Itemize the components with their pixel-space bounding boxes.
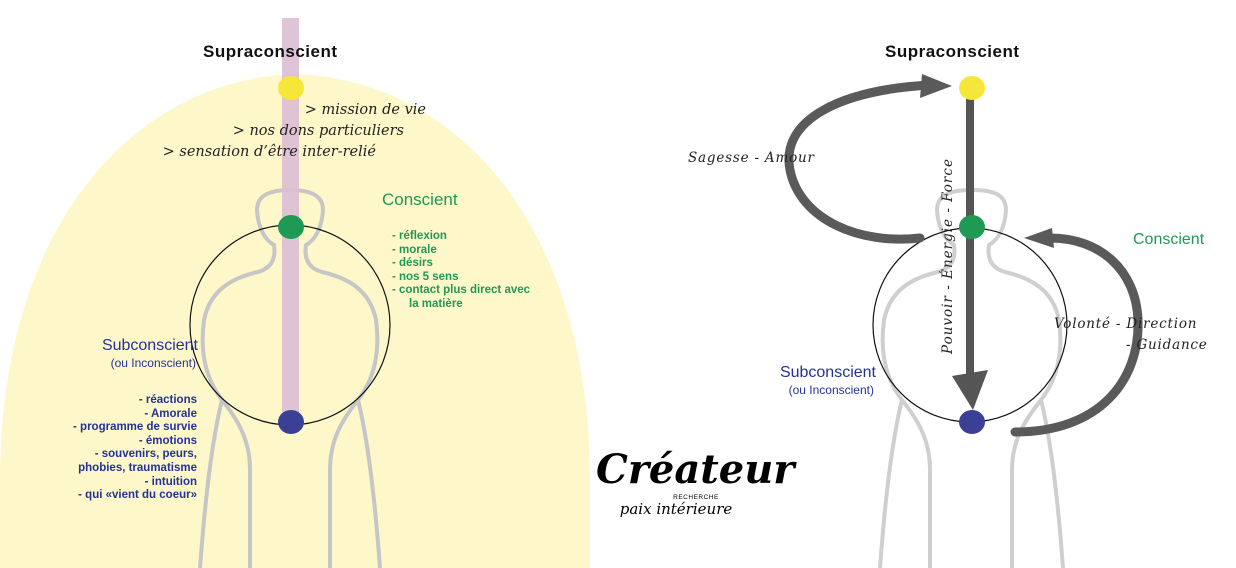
subconscient-item: - qui «vient du coeur» bbox=[0, 489, 197, 503]
arrow-label-volonte: Volonté - Direction bbox=[1054, 316, 1197, 332]
logo-tagline: paix intérieure bbox=[596, 500, 756, 518]
subconscient-item: - programme de survie bbox=[0, 421, 197, 435]
arrow-label-guidance: - Guidance bbox=[1126, 337, 1208, 353]
supra-item: > sensation d’être inter-relié bbox=[130, 142, 450, 163]
supraconscient-title-right: Supraconscient bbox=[885, 42, 1020, 62]
conscient-item: - nos 5 sens bbox=[392, 271, 530, 285]
subconscient-sublabel-left: (ou Inconscient) bbox=[48, 356, 196, 370]
conscient-item: - désirs bbox=[392, 257, 530, 271]
subconscient-sublabel-right: (ou Inconscient) bbox=[730, 383, 874, 397]
supra-dot-right bbox=[959, 76, 985, 100]
arrow-volonte bbox=[1015, 238, 1138, 432]
subconscient-item: - souvenirs, peurs, bbox=[0, 448, 197, 462]
subconscient-item: - intuition bbox=[0, 476, 197, 490]
central-arrow-head bbox=[952, 370, 988, 410]
supra-dot-left bbox=[278, 76, 304, 100]
supra-items-list: > mission de vie > nos dons particuliers… bbox=[130, 100, 450, 163]
conscient-dot-left bbox=[278, 215, 304, 239]
supraconscient-title-left: Supraconscient bbox=[203, 42, 338, 62]
subconscient-item: - émotions bbox=[0, 435, 197, 449]
conscient-item: - contact plus direct avec bbox=[392, 284, 530, 298]
arrow-volonte-head bbox=[1024, 228, 1054, 248]
subconscient-label-left: Subconscient bbox=[48, 337, 198, 355]
conscient-label-right: Conscient bbox=[1133, 231, 1204, 249]
arm-left-right bbox=[880, 400, 902, 568]
central-arrow-shaft bbox=[966, 95, 974, 385]
conscient-item: - morale bbox=[392, 244, 530, 258]
subconscient-item: phobies, traumatisme bbox=[0, 462, 197, 476]
conscient-item: - réflexion bbox=[392, 230, 530, 244]
conscient-dot-right bbox=[959, 215, 985, 239]
subconscient-dot-right bbox=[959, 410, 985, 434]
subconscient-item: - Amorale bbox=[0, 408, 197, 422]
conscient-items: - réflexion - morale - désirs - nos 5 se… bbox=[392, 230, 530, 312]
supra-item: > mission de vie bbox=[130, 100, 450, 121]
logo-name: Créateur bbox=[596, 448, 756, 492]
subconscient-dot-left bbox=[278, 410, 304, 434]
arrow-label-pouvoir: Pouvoir - Énergie - Force bbox=[940, 106, 956, 406]
createur-logo: Créateur RECHERCHE paix intérieure bbox=[596, 448, 756, 518]
subconscient-label-right: Subconscient bbox=[730, 364, 876, 382]
arrow-sagesse-head bbox=[920, 74, 952, 98]
conscient-label-left: Conscient bbox=[382, 190, 458, 210]
subconscient-items: - réactions - Amorale - programme de sur… bbox=[0, 394, 197, 503]
supra-item: > nos dons particuliers bbox=[130, 121, 450, 142]
arrow-label-sagesse: Sagesse - Amour bbox=[688, 150, 815, 166]
subconscient-item: - réactions bbox=[0, 394, 197, 408]
conscient-item: la matière bbox=[392, 298, 530, 312]
